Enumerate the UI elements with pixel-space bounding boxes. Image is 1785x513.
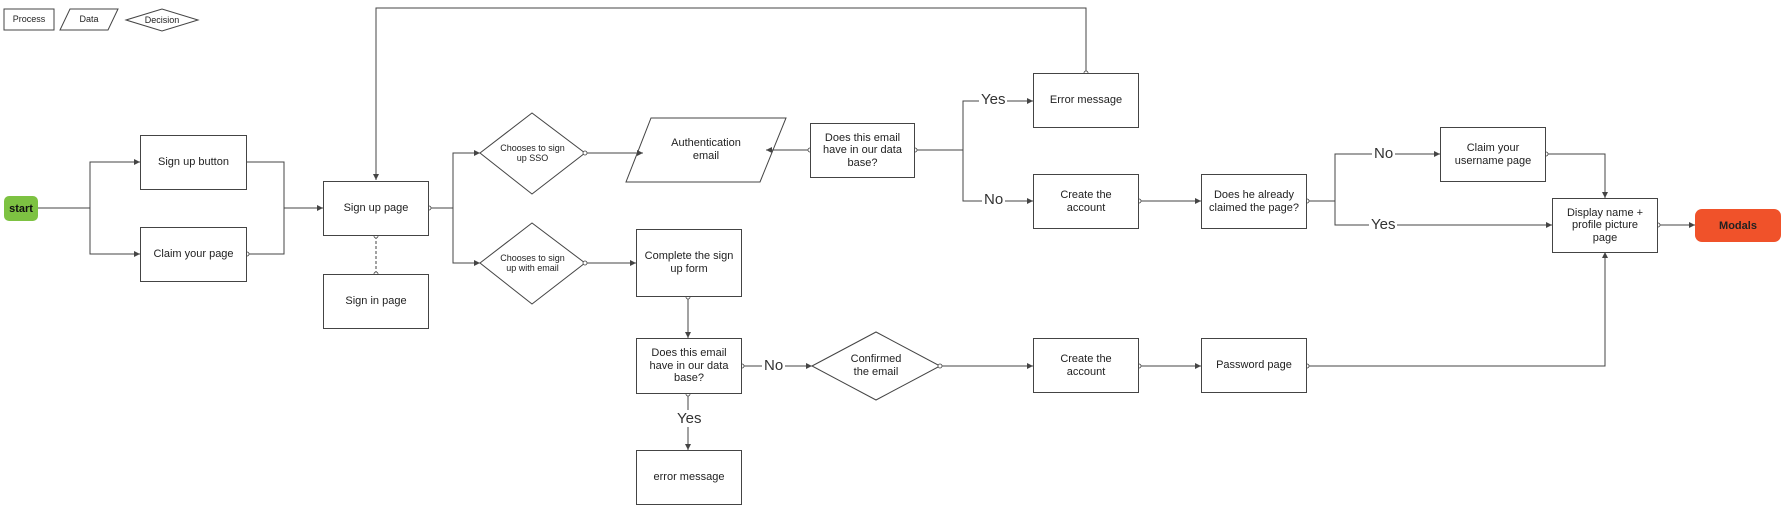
legend-data-shape xyxy=(59,8,119,31)
legend-process-label: Process xyxy=(12,14,46,25)
authentication-email-data xyxy=(625,117,787,183)
legend-decision-label: Decision xyxy=(144,14,180,25)
display-name-page-node: Display name + profile picture page xyxy=(1552,198,1658,253)
error-message-bottom-node: error message xyxy=(636,450,742,505)
email-in-db-bottom-node: Does this email have in our data base? xyxy=(636,338,742,394)
chooses-sso-label: Chooses to sign up SSO xyxy=(500,142,565,163)
create-account-bottom-node: Create the account xyxy=(1033,338,1139,393)
create-account-top-node: Create the account xyxy=(1033,174,1139,229)
claim-username-page-node: Claim your username page xyxy=(1440,127,1546,182)
email-in-db-top-node: Does this email have in our data base? xyxy=(810,123,915,178)
complete-form-node: Complete the sign up form xyxy=(636,229,742,297)
edge-label-yes-top: Yes xyxy=(979,91,1008,108)
authentication-email-label: Authentication email xyxy=(671,137,741,162)
edge-label-no-claimed: No xyxy=(1372,145,1396,162)
confirmed-email-label: Confirmed the email xyxy=(850,353,902,378)
claim-your-page-node: Claim your page xyxy=(140,227,247,282)
password-page-node: Password page xyxy=(1201,338,1307,393)
chooses-email-label: Chooses to sign up with email xyxy=(500,252,565,273)
edge-label-no-bottom: No xyxy=(762,357,786,374)
edge-label-no-top: No xyxy=(982,191,1006,208)
legend-data-label: Data xyxy=(79,14,99,25)
error-message-top-node: Error message xyxy=(1033,73,1139,128)
start-node: start xyxy=(4,196,38,221)
sign-in-page-node: Sign in page xyxy=(323,274,429,329)
sign-up-button-node: Sign up button xyxy=(140,135,247,190)
edge-label-yes-bottom: Yes xyxy=(675,410,704,427)
legend-decision-shape xyxy=(124,8,200,32)
modals-node: Modals xyxy=(1695,209,1781,242)
sign-up-page-node: Sign up page xyxy=(323,181,429,236)
already-claimed-node: Does he already claimed the page? xyxy=(1201,174,1307,229)
legend-process-shape xyxy=(3,8,55,31)
edge-label-yes-claimed: Yes xyxy=(1369,216,1398,233)
